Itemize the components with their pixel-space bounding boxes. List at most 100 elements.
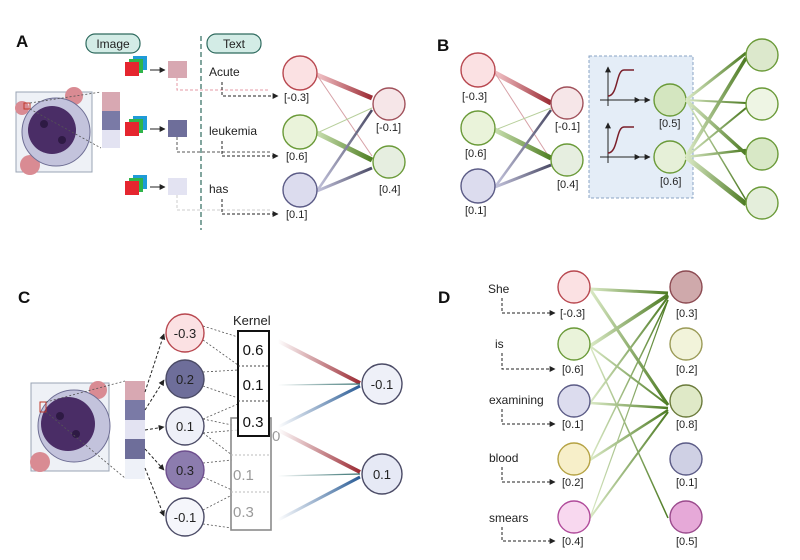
panel-b: B [-0.3] [0.6] [0.1] [-0.1] [0.4]: [437, 36, 779, 220]
input-node: [165, 359, 205, 399]
input-node: [165, 313, 205, 353]
word-token: smears: [489, 511, 528, 525]
output-value: [-0.1]: [376, 122, 401, 134]
pixel-strip-c: [125, 381, 145, 479]
strip-to-node-arrows: [144, 333, 166, 517]
word-arrow: [221, 199, 279, 217]
output-node: [372, 145, 406, 179]
word-arrow: [501, 527, 556, 544]
cell-micrograph-a: [15, 87, 102, 175]
input-value: 0.2: [176, 372, 194, 387]
output-node: [361, 363, 403, 405]
input-value: [0.1]: [465, 205, 486, 217]
output-node: [745, 186, 779, 220]
kernel-value: 0.3: [243, 414, 264, 431]
output-node: [372, 87, 406, 121]
word-token: examining: [489, 393, 544, 407]
text-tag-label: Text: [223, 37, 246, 51]
output-value: [0.3]: [676, 308, 697, 320]
input-node: [282, 114, 318, 150]
input-value: [0.4]: [562, 536, 583, 548]
rgb-channel-icon: [125, 116, 147, 136]
input-node: [557, 384, 591, 418]
word-token: Acute: [209, 65, 240, 79]
output-value: -0.1: [371, 377, 393, 392]
input-value: [0.6]: [465, 148, 486, 160]
input-value: [0.1]: [286, 209, 307, 221]
panel-d-label: D: [438, 288, 450, 307]
activated-node: [653, 83, 687, 117]
cell-micrograph-c: [30, 380, 126, 479]
output-node: [669, 327, 703, 361]
shifted-kernel-partial: 0: [272, 428, 280, 445]
edges-b-in: [493, 70, 553, 189]
word-arrow: [221, 141, 279, 159]
shifted-kernel-value: 0.1: [233, 467, 254, 484]
word-token: is: [495, 337, 504, 351]
kernel-value: 0.6: [243, 342, 264, 359]
input-node: [165, 406, 205, 446]
word-token: She: [488, 282, 510, 296]
input-node: [557, 327, 591, 361]
activated-node: [653, 140, 687, 174]
input-node: [165, 497, 205, 537]
output-value: [0.8]: [676, 419, 697, 431]
input-value: -0.1: [174, 510, 196, 525]
activation-box: [588, 55, 694, 199]
kernel-title: Kernel: [233, 313, 271, 328]
output-node: [745, 137, 779, 171]
rgb-channel-icon: [125, 175, 147, 195]
hidden-value: [-0.1]: [555, 121, 580, 133]
input-node: [282, 172, 318, 208]
activated-value: [0.5]: [659, 118, 680, 130]
image-tag-label: Image: [96, 37, 130, 51]
edges-d: [588, 287, 670, 519]
output-value: [0.5]: [676, 536, 697, 548]
output-value: 0.1: [373, 467, 391, 482]
node-to-kernel-links: [202, 325, 239, 529]
hidden-node: [550, 143, 584, 177]
rgb-channel-icon: [125, 56, 147, 76]
output-value: [0.4]: [379, 184, 400, 196]
panel-d: D She is examining blood smears: [438, 270, 703, 548]
word-token: has: [209, 182, 228, 196]
output-node: [361, 453, 403, 495]
input-value: [-0.3]: [462, 91, 487, 103]
pixel-square: [168, 178, 187, 195]
panel-b-label: B: [437, 36, 449, 55]
pixel-connector: [176, 78, 270, 91]
panel-a: A Image Text: [15, 32, 406, 230]
output-node: [669, 384, 703, 418]
output-node: [745, 87, 779, 121]
input-value: [0.6]: [562, 364, 583, 376]
input-value: [0.2]: [562, 477, 583, 489]
edges-b-out: [684, 51, 748, 206]
word-arrow: [501, 298, 556, 316]
input-value: [0.6]: [286, 151, 307, 163]
word-token: blood: [489, 451, 518, 465]
pixel-connector: [176, 195, 270, 211]
image-tag: Image: [85, 33, 141, 54]
input-value: 0.3: [176, 463, 194, 478]
output-value: [0.2]: [676, 364, 697, 376]
word-arrow: [221, 82, 279, 99]
input-node: [460, 52, 496, 88]
input-node: [460, 110, 496, 146]
input-value: [-0.3]: [284, 92, 309, 104]
text-tag: Text: [206, 33, 262, 54]
output-value: [0.1]: [676, 477, 697, 489]
output-node: [669, 442, 703, 476]
pixel-connector: [176, 137, 270, 153]
word-token: leukemia: [209, 124, 257, 138]
pixel-square: [168, 120, 187, 137]
input-node: [557, 500, 591, 534]
output-node: [669, 270, 703, 304]
input-node: [460, 168, 496, 204]
input-node: [282, 55, 318, 91]
kernel-value: 0.1: [243, 377, 264, 394]
input-value: [0.1]: [562, 419, 583, 431]
panel-a-label: A: [16, 32, 28, 51]
panel-c-label: C: [18, 288, 30, 307]
edges-c: [277, 339, 361, 522]
